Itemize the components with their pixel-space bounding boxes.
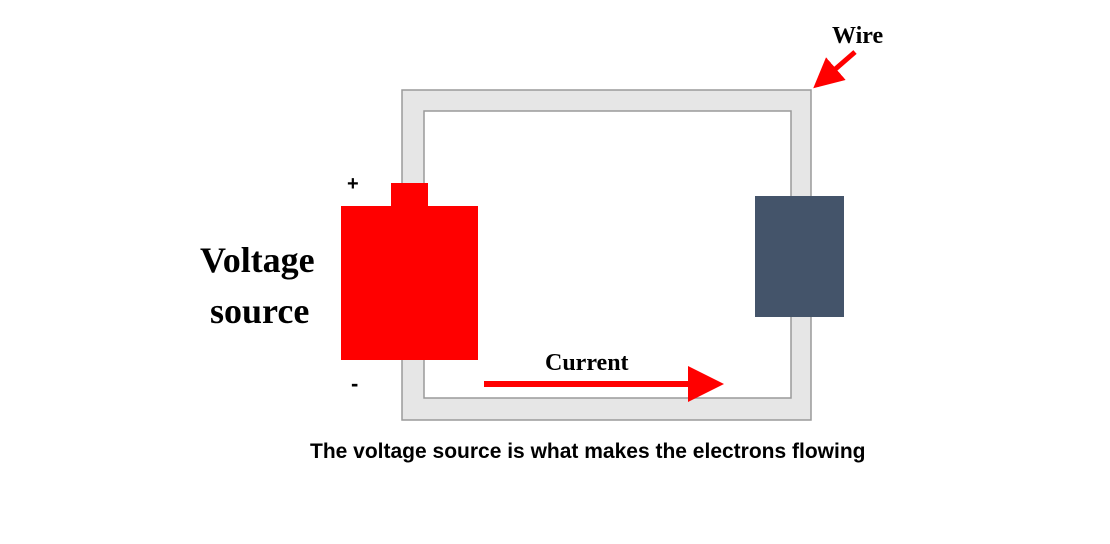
wire-label: Wire (832, 23, 883, 49)
plus-terminal-label: + (347, 173, 359, 195)
voltage-source-label-line2: source (210, 291, 309, 331)
voltage-source-battery (341, 183, 478, 360)
battery-body (341, 206, 478, 360)
voltage-source-label-line1: Voltage (200, 240, 315, 280)
battery-terminal (391, 183, 428, 207)
load-component (755, 196, 844, 317)
wire-pointer-arrow (813, 50, 857, 89)
minus-terminal-label: - (351, 371, 358, 396)
caption: The voltage source is what makes the ele… (310, 440, 866, 463)
current-label: Current (545, 350, 629, 376)
